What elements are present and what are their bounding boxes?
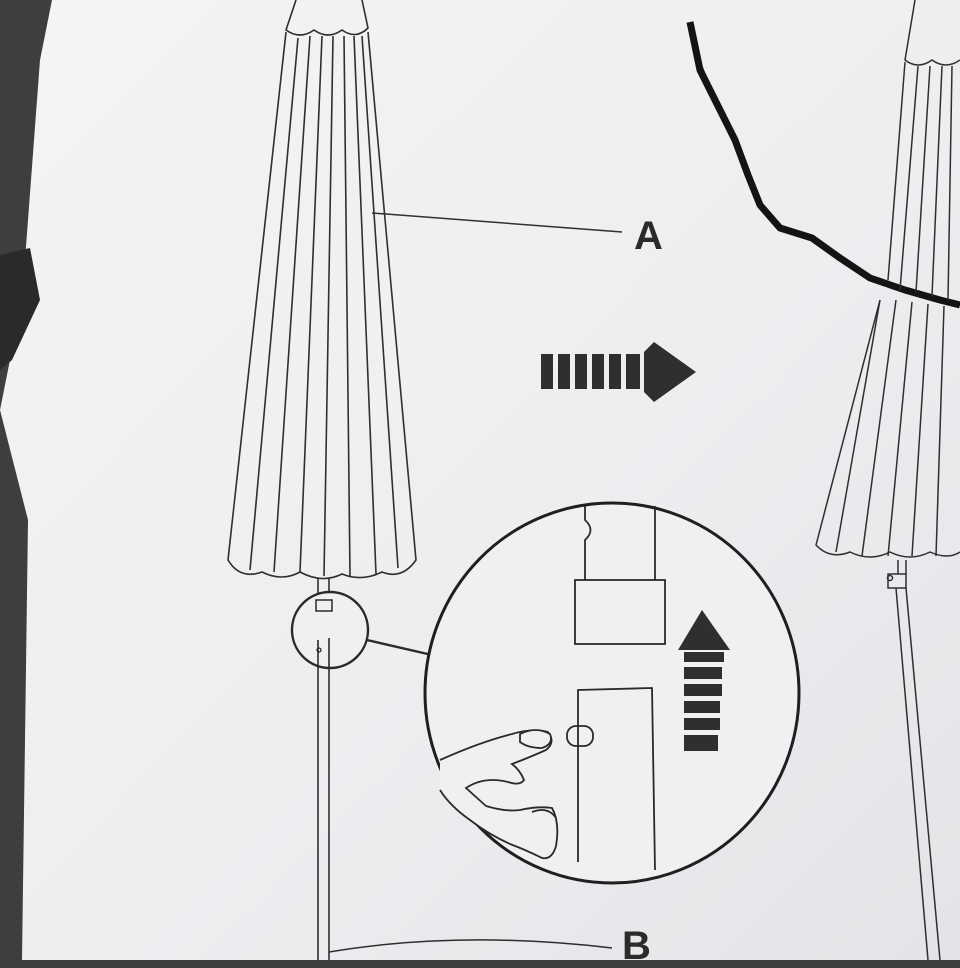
tear-edge: [686, 21, 960, 309]
umbrella-pole-step-2: [886, 560, 941, 960]
callout-connector: [366, 638, 433, 657]
part-label-a: A: [634, 214, 663, 258]
magnified-callout: [423, 501, 801, 885]
leader-line-a: [371, 212, 623, 233]
dashed-arrow-right-icon: [541, 342, 696, 402]
hand-icon: [439, 729, 559, 860]
part-label-b: B: [622, 924, 651, 968]
leader-line-b: [328, 939, 613, 953]
background-object: [0, 248, 40, 370]
detail-marker-circle: [290, 590, 370, 670]
umbrella-canopy: [227, 0, 417, 580]
umbrella-canopy-step-2: [815, 0, 960, 558]
dashed-arrow-up-icon: [678, 610, 730, 751]
